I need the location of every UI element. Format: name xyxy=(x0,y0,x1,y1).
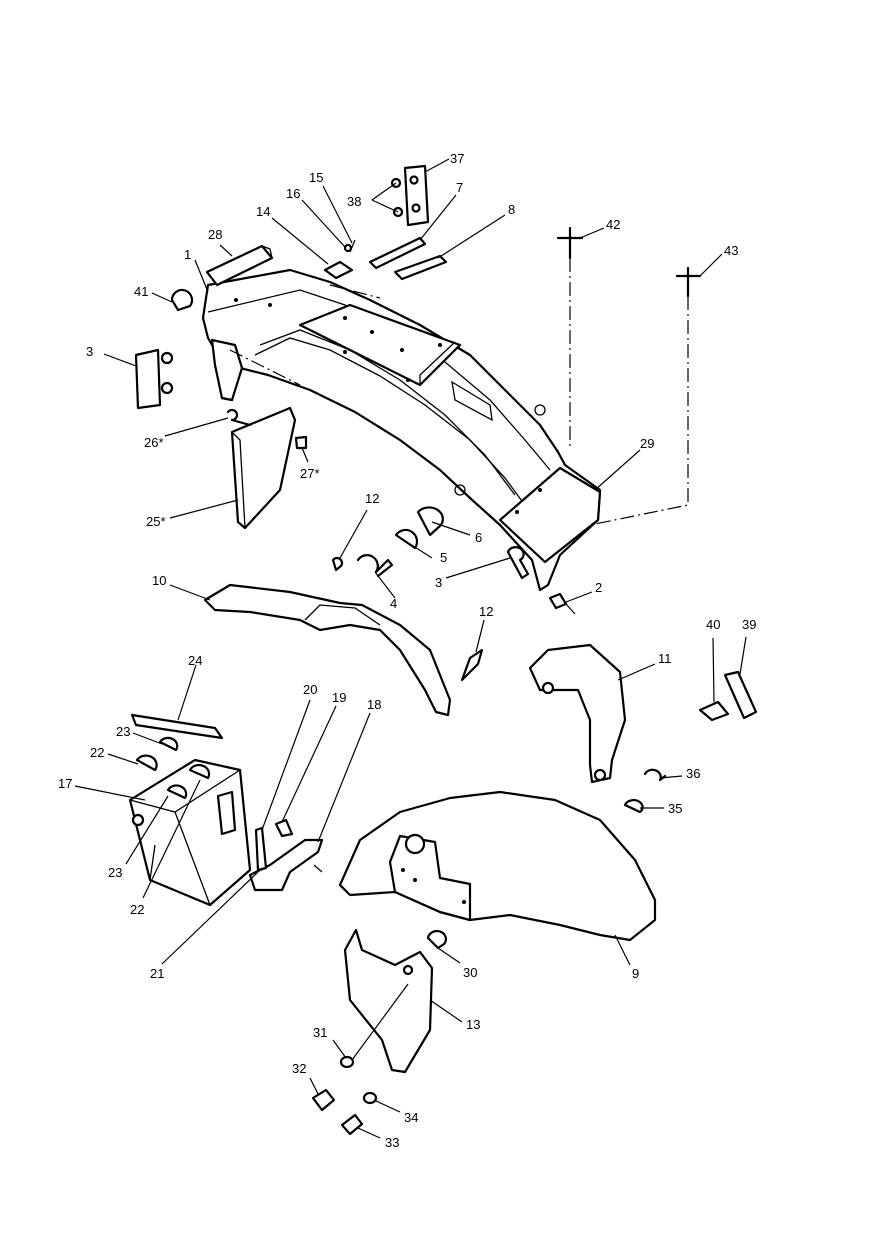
callout-1: 1 xyxy=(184,247,191,262)
terminal-23a xyxy=(158,736,179,752)
callout-15: 15 xyxy=(309,170,323,185)
bracket-39 xyxy=(723,670,758,720)
strap-8 xyxy=(393,254,448,281)
pin-42 xyxy=(556,226,584,260)
terminal-23b xyxy=(188,763,211,780)
callout-22-bottom: 22 xyxy=(130,902,144,917)
battery-17 xyxy=(128,758,252,907)
callout-10: 10 xyxy=(152,573,166,588)
callout-37: 37 xyxy=(450,151,464,166)
callout-32: 32 xyxy=(292,1061,306,1076)
callout-43: 43 xyxy=(724,243,738,258)
bush-6 xyxy=(416,506,444,537)
callout-41: 41 xyxy=(134,284,148,299)
callout-7: 7 xyxy=(456,180,463,195)
callout-4: 4 xyxy=(390,596,397,611)
callout-33: 33 xyxy=(385,1135,399,1150)
callout-26: 26* xyxy=(144,435,164,450)
terminal-22b xyxy=(166,784,188,800)
callout-40: 40 xyxy=(706,617,720,632)
callout-24: 24 xyxy=(188,653,202,668)
callout-42: 42 xyxy=(606,217,620,232)
washer-34 xyxy=(362,1091,378,1105)
callout-labels: 1 2 3 3 4 5 6 7 8 9 10 11 12 12 13 14 15… xyxy=(58,151,756,1150)
callout-16: 16 xyxy=(286,186,300,201)
callout-31: 31 xyxy=(313,1025,327,1040)
bolt-32 xyxy=(311,1088,336,1112)
callout-3-left: 3 xyxy=(86,344,93,359)
front-mudguard-9 xyxy=(338,790,657,942)
callout-2: 2 xyxy=(595,580,602,595)
bracket-13 xyxy=(343,928,434,1074)
callout-23-top: 23 xyxy=(116,724,130,739)
callout-6: 6 xyxy=(475,530,482,545)
callout-35: 35 xyxy=(668,801,682,816)
callout-5: 5 xyxy=(440,550,447,565)
nut-35 xyxy=(623,798,644,814)
nut-27 xyxy=(294,435,308,450)
callout-34: 34 xyxy=(404,1110,418,1125)
callout-20: 20 xyxy=(303,682,317,697)
callout-12-top: 12 xyxy=(365,491,379,506)
callout-3-right: 3 xyxy=(435,575,442,590)
callout-9: 9 xyxy=(632,966,639,981)
bracket-37 xyxy=(403,164,430,227)
bolt-3 xyxy=(506,546,530,580)
callout-11: 11 xyxy=(658,651,672,666)
plate-3 xyxy=(134,348,162,410)
screw-26 xyxy=(226,408,252,427)
bolt-4 xyxy=(356,554,394,578)
pin-43 xyxy=(675,266,702,298)
screw-20 xyxy=(254,826,268,872)
screw-36 xyxy=(643,768,667,782)
callout-18: 18 xyxy=(367,697,381,712)
callout-19: 19 xyxy=(332,690,346,705)
callout-8: 8 xyxy=(508,202,515,217)
leader-lines xyxy=(74,158,747,1139)
callout-14: 14 xyxy=(256,204,270,219)
clip-14 xyxy=(323,260,354,280)
callout-22-top: 22 xyxy=(90,745,104,760)
bracket-18 xyxy=(248,838,324,892)
callout-25: 25* xyxy=(146,514,166,529)
callout-12-bottom: 12 xyxy=(479,604,493,619)
rear-mudguard xyxy=(201,268,602,592)
callout-27: 27* xyxy=(300,466,320,481)
terminal-22a xyxy=(135,754,158,772)
washer-31 xyxy=(339,1055,355,1069)
strap-7 xyxy=(368,236,427,270)
screw-12-bottom xyxy=(460,648,484,682)
screw-19 xyxy=(274,818,294,838)
chainguard-10 xyxy=(203,583,452,717)
washer-5 xyxy=(394,528,419,550)
screw-12-top xyxy=(331,556,344,572)
bolt-33 xyxy=(340,1113,364,1136)
callout-21: 21 xyxy=(150,966,164,981)
callout-36: 36 xyxy=(686,766,700,781)
panel-25 xyxy=(230,406,297,530)
callout-30: 30 xyxy=(463,965,477,980)
plug-41 xyxy=(170,288,194,312)
callout-29: 29 xyxy=(640,436,654,451)
strap-24 xyxy=(130,713,224,740)
nut-2 xyxy=(548,592,568,610)
clip-40 xyxy=(698,700,730,722)
callout-13: 13 xyxy=(466,1017,480,1032)
callout-23-bottom: 23 xyxy=(108,865,122,880)
callout-38: 38 xyxy=(347,194,361,209)
callout-39: 39 xyxy=(742,617,756,632)
grommet-30 xyxy=(426,930,447,950)
bracket-11 xyxy=(528,643,627,784)
callout-17: 17 xyxy=(58,776,72,791)
callout-28: 28 xyxy=(208,227,222,242)
